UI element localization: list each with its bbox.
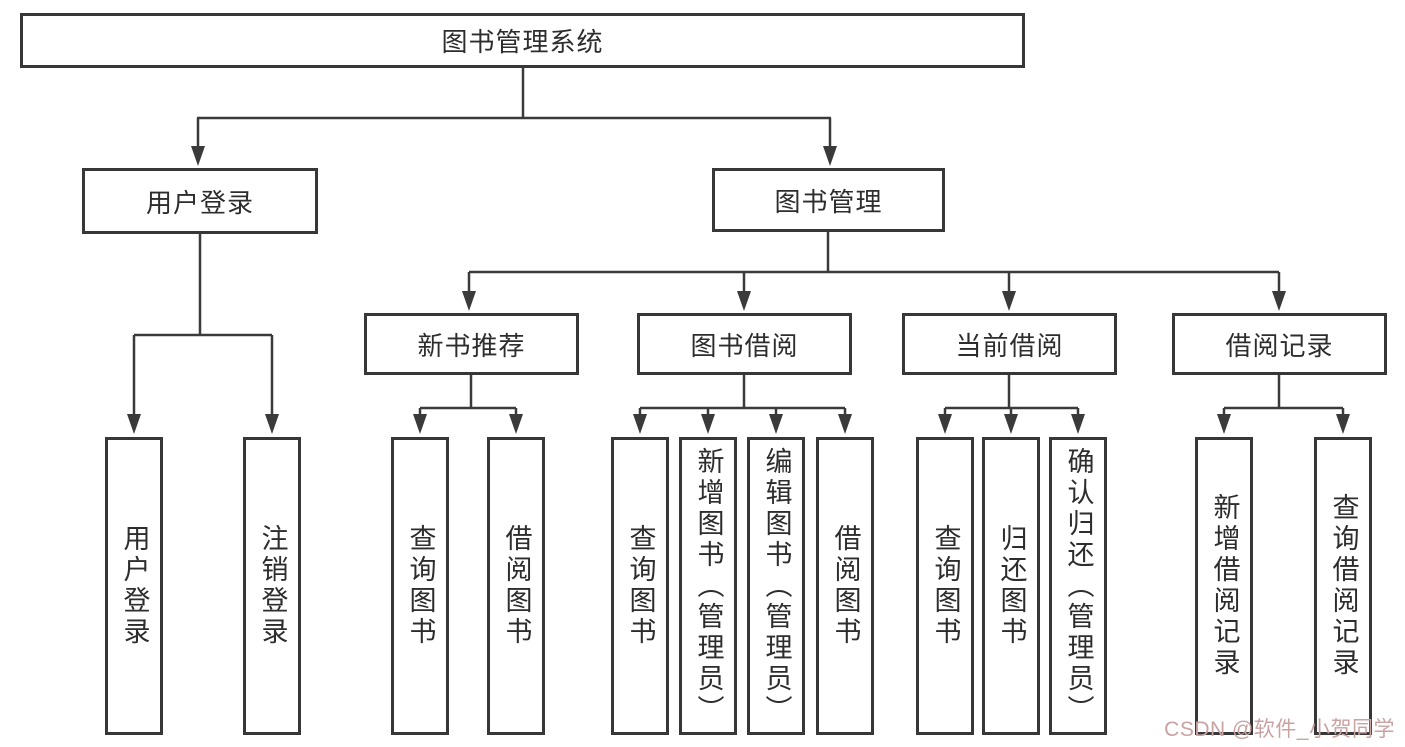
edge-records-split — [1217, 375, 1350, 434]
arrowhead — [823, 146, 837, 166]
node-label: 借阅记录 — [1225, 330, 1334, 361]
node-label: 查询图书 — [405, 524, 436, 648]
arrowhead — [127, 414, 141, 434]
arrowhead — [265, 414, 279, 434]
leaf-logout: 注销登录 — [243, 437, 301, 735]
arrowhead — [1004, 414, 1018, 434]
node-label: 查询图书 — [625, 524, 656, 648]
arrowhead — [1002, 291, 1016, 311]
arrowhead — [737, 291, 751, 311]
node-user-login: 用户登录 — [82, 168, 318, 234]
node-label: 用户登录 — [145, 187, 254, 218]
arrowhead — [462, 291, 476, 311]
node-label: 图书管理 — [774, 186, 883, 217]
edge-borrow-split — [633, 375, 852, 434]
edge-bookmgmt-split — [462, 232, 1286, 311]
arrowhead — [938, 414, 952, 434]
node-label: 图书管理系统 — [441, 27, 604, 57]
leaf-borrow-books: 借阅图书 — [816, 437, 874, 735]
edge-userlogin-split — [127, 234, 279, 434]
node-label: 编辑图书（管理员） — [761, 446, 792, 726]
csdn-watermark: CSDN @软件_小贺同学 — [1164, 718, 1395, 741]
arrowhead — [633, 414, 647, 434]
leaf-add-borrow-record: 新增借阅记录 — [1195, 437, 1253, 735]
node-label: 借阅图书 — [830, 524, 861, 648]
edge-recommend-split — [413, 375, 523, 434]
arrowhead — [769, 414, 783, 434]
node-label: 用户登录 — [119, 524, 150, 648]
leaf-query-books-borrow: 查询图书 — [611, 437, 669, 735]
node-new-book-recommend: 新书推荐 — [364, 313, 579, 375]
node-label: 当前借阅 — [955, 330, 1064, 361]
arrowhead — [838, 414, 852, 434]
node-label: 确认归还（管理员） — [1063, 446, 1094, 726]
node-book-management: 图书管理 — [712, 168, 945, 232]
node-book-borrow: 图书借阅 — [637, 313, 852, 375]
arrowhead — [1217, 414, 1231, 434]
node-label: 新书推荐 — [417, 330, 526, 361]
arrowhead — [1071, 414, 1085, 434]
arrowhead — [1272, 291, 1286, 311]
node-label: 新增借阅记录 — [1209, 493, 1240, 679]
node-label: 查询图书 — [930, 524, 961, 648]
leaf-return-books: 归还图书 — [982, 437, 1040, 735]
leaf-query-borrow-record: 查询借阅记录 — [1314, 437, 1372, 735]
node-label: 借阅图书 — [501, 524, 532, 648]
arrowhead — [509, 414, 523, 434]
node-label: 注销登录 — [257, 524, 288, 648]
leaf-query-books-current: 查询图书 — [916, 437, 974, 735]
node-label: 新增图书（管理员） — [693, 446, 724, 726]
node-current-borrow: 当前借阅 — [902, 313, 1117, 375]
edge-root-split — [191, 68, 837, 166]
arrowhead — [191, 146, 205, 166]
node-borrow-records: 借阅记录 — [1172, 313, 1387, 375]
leaf-user-login: 用户登录 — [105, 437, 163, 735]
leaf-borrow-books-recommend: 借阅图书 — [487, 437, 545, 735]
node-label: 图书借阅 — [690, 330, 799, 361]
node-label: 归还图书 — [996, 524, 1027, 648]
leaf-query-books-recommend: 查询图书 — [391, 437, 449, 735]
node-library-management-system: 图书管理系统 — [20, 13, 1025, 68]
arrowhead — [701, 414, 715, 434]
arrowhead — [1336, 414, 1350, 434]
node-label: 查询借阅记录 — [1328, 493, 1359, 679]
arrowhead — [413, 414, 427, 434]
edge-current-split — [938, 375, 1085, 434]
leaf-add-books-admin: 新增图书（管理员） — [679, 437, 737, 735]
leaf-confirm-return-admin: 确认归还（管理员） — [1049, 437, 1107, 735]
leaf-edit-books-admin: 编辑图书（管理员） — [747, 437, 805, 735]
